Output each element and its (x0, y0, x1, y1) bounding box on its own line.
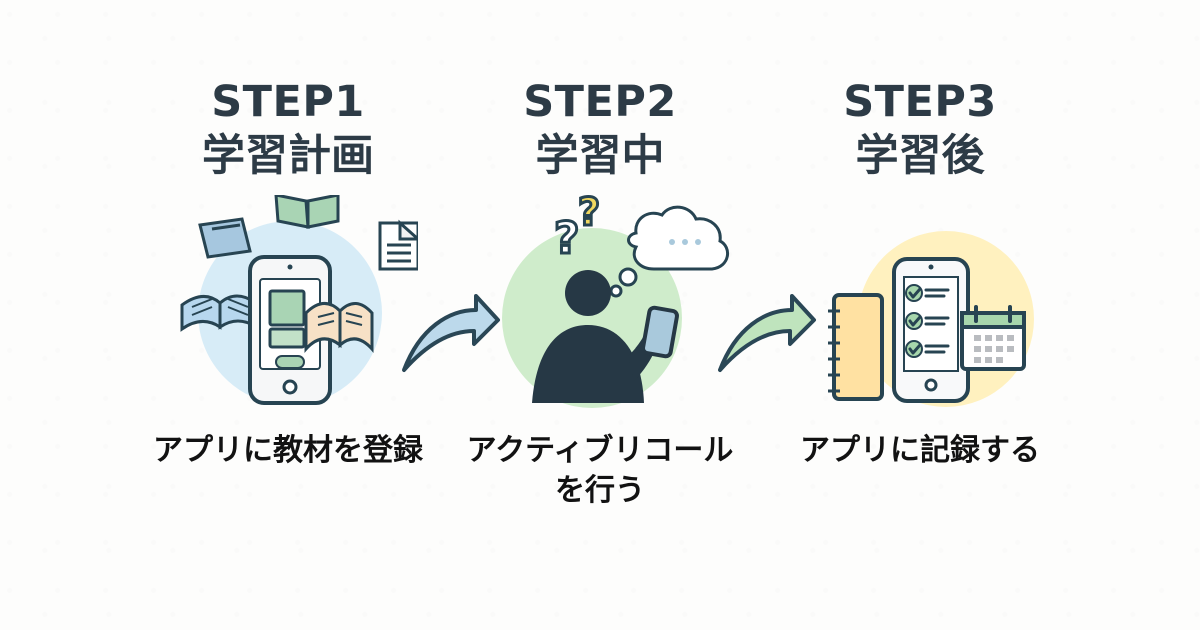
arrow-right-icon (718, 294, 816, 372)
document-icon (378, 219, 418, 271)
blue-book-icon (198, 217, 252, 259)
step-1: STEP1 学習計画 (118, 0, 458, 630)
step-2-caption: アクティブリコール を行う (430, 431, 770, 511)
phone-icon (248, 255, 332, 405)
step-2: STEP2 学習中 ? ? (430, 0, 770, 630)
step-2-caption-line-1: アクティブリコール (466, 433, 734, 468)
book-and-phone-icon (180, 195, 418, 405)
step-1-title: STEP1 (211, 77, 365, 127)
step-1-caption: アプリに教材を登録 (153, 433, 423, 468)
arrow-right-icon (402, 294, 500, 372)
person-thinking-icon: ? ? (502, 195, 729, 408)
smartphone-icon (641, 305, 679, 359)
step-3-title: STEP3 (843, 77, 997, 127)
step-2-icon-name: person-thinking-icon (0, 0, 1, 1)
notebook-icon (828, 293, 884, 401)
step-2-caption-line-2: を行う (555, 473, 645, 508)
open-book-left-icon (180, 294, 258, 332)
phone-checklist-icon (892, 257, 970, 403)
checkmark-icon-1 (905, 284, 950, 302)
step-1-subtitle: 学習計画 (202, 131, 374, 181)
svg-text:?: ? (554, 213, 580, 264)
step-3-icon-name: checklist-calendar-icon (0, 0, 1, 1)
step-3-caption: アプリに記録する (800, 433, 1040, 468)
floating-book-top-icon (274, 195, 340, 229)
checklist-calendar-icon (828, 231, 1034, 407)
step-1-icon-name: book-and-phone-icon (0, 0, 1, 1)
thought-bubble-icon (609, 205, 729, 298)
calendar-icon (960, 305, 1026, 371)
checkmark-icon-3 (905, 340, 950, 358)
open-book-right-icon (304, 302, 374, 353)
step-2-subtitle: 学習中 (535, 131, 665, 181)
arrow-1-icon-name: arrow-right-icon (0, 0, 1, 1)
step-3: STEP3 学習後 (750, 0, 1090, 630)
checkmark-icon-2 (905, 312, 950, 330)
svg-text:?: ? (578, 195, 600, 234)
step-3-subtitle: 学習後 (855, 131, 985, 181)
step-2-title: STEP2 (523, 77, 677, 127)
question-mark-icons: ? ? (553, 195, 602, 266)
arrow-2-icon-name: arrow-right-icon (0, 0, 1, 1)
